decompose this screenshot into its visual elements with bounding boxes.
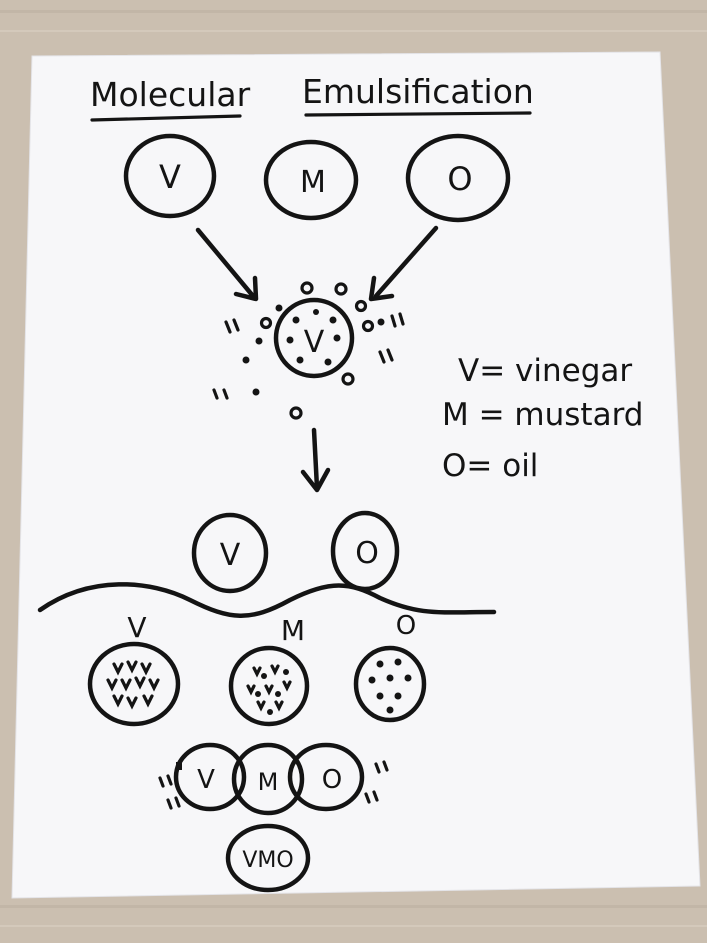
mustard-group-circle — [228, 645, 310, 727]
arrow-down-icon — [300, 427, 331, 493]
chain-motion-marks — [158, 760, 389, 810]
separation-line — [37, 582, 497, 618]
separated-o-label: O — [355, 536, 379, 571]
below-label-m: M — [281, 614, 305, 647]
below-label-v: V — [127, 611, 146, 644]
title-underline-2 — [304, 111, 532, 117]
mixed-molecule-dots — [286, 309, 341, 366]
mixed-molecule-label: V — [304, 325, 325, 360]
arrow-left-icon — [195, 227, 259, 302]
separated-v-circle — [191, 512, 269, 594]
legend-mustard: M = mustard — [442, 397, 643, 433]
molecule-m-circle — [263, 139, 359, 221]
final-molecule-label: VMO — [242, 848, 293, 873]
molecule-v-label: V — [159, 158, 181, 196]
separated-v-label: V — [220, 538, 241, 573]
mixed-molecule-circle — [273, 297, 355, 379]
chain-v-circle — [173, 742, 247, 812]
vinegar-group-marks — [106, 660, 160, 710]
scattered-droplets — [212, 281, 405, 420]
title-word-emulsification: Emulsification — [302, 72, 534, 111]
oil-group-circle — [353, 645, 427, 723]
molecule-v-circle — [123, 133, 217, 219]
chain-m-circle — [231, 742, 305, 816]
chain-m-label: M — [258, 768, 279, 796]
oil-group-dots — [368, 658, 412, 714]
molecule-o-label: O — [447, 160, 472, 198]
paper-sheet — [11, 51, 701, 899]
arrow-right-icon — [368, 225, 439, 302]
chain-v-label: V — [197, 765, 215, 795]
below-label-o: O — [396, 611, 416, 641]
chain-o-circle — [287, 742, 365, 812]
title-underline-1 — [90, 114, 242, 122]
final-molecule-circle — [225, 823, 311, 893]
mustard-group-marks — [246, 664, 292, 715]
legend-vinegar: V= vinegar — [458, 353, 632, 389]
chain-o-label: O — [322, 765, 342, 795]
title-word-molecular: Molecular — [90, 75, 251, 114]
legend-oil: O= oil — [442, 448, 538, 484]
vinegar-group-circle — [87, 641, 181, 727]
molecule-m-label: M — [300, 165, 326, 200]
molecule-o-circle — [405, 133, 511, 223]
